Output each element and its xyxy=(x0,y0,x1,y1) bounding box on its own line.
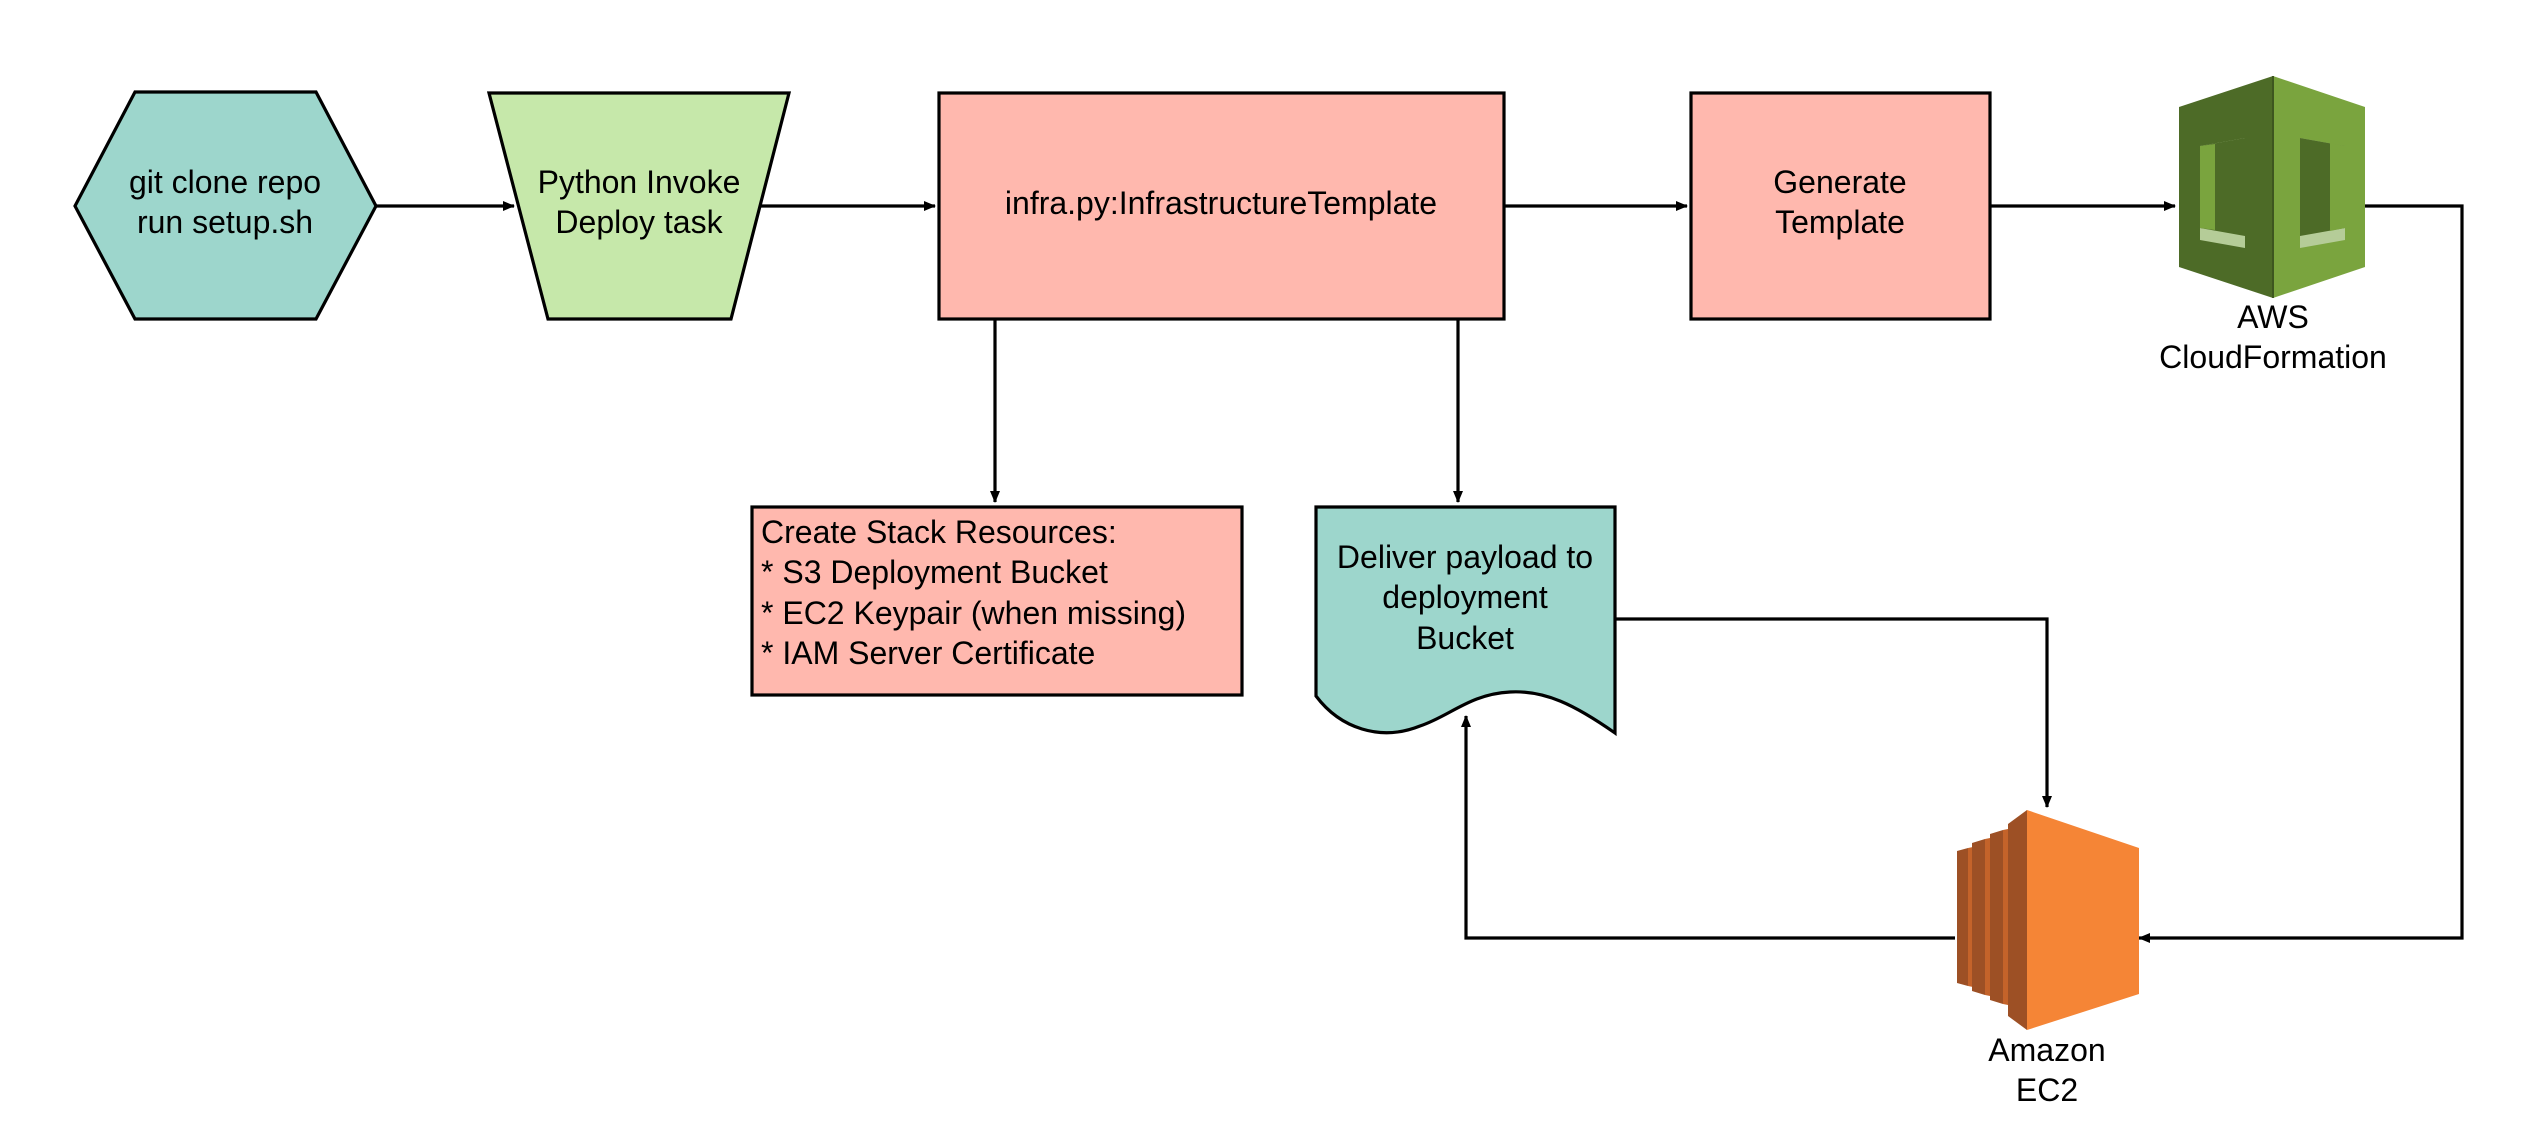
node-label-line2: * S3 Deployment Bucket xyxy=(761,554,1108,590)
edges xyxy=(376,201,2464,943)
node-label-line2: deployment xyxy=(1382,579,1548,615)
node-git-clone-repo: git clone repo run setup.sh xyxy=(73,90,378,321)
edge-ec2-to-deliver-payload xyxy=(1461,715,1955,940)
amazon-ec2-icon xyxy=(1957,810,2139,1030)
node-label-line1: AWS xyxy=(2237,299,2309,335)
document-shape xyxy=(1314,505,1617,737)
node-generate-template: Generate Template xyxy=(1689,91,1992,321)
node-label-line3: * EC2 Keypair (when missing) xyxy=(761,595,1186,631)
node-infrastructure-template: infra.py:InfrastructureTemplate xyxy=(937,91,1506,321)
node-label-line2: Deploy task xyxy=(555,204,723,240)
node-label-line2: Template xyxy=(1775,204,1905,240)
node-label-line1: Generate xyxy=(1773,164,1906,200)
node-label-line3: Bucket xyxy=(1416,620,1514,656)
node-label-line1: Amazon xyxy=(1988,1032,2105,1068)
node-label-line2: run setup.sh xyxy=(137,204,313,240)
rectangle-shape xyxy=(750,505,1244,697)
rectangle-shape xyxy=(937,91,1506,321)
rectangle-shape xyxy=(1689,91,1992,321)
node-label-line1: Deliver payload to xyxy=(1337,539,1593,575)
node-label: infra.py:InfrastructureTemplate xyxy=(1005,185,1437,221)
hexagon-shape xyxy=(73,90,378,321)
aws-cloudformation-icon xyxy=(2179,76,2365,298)
trapezoid-shape xyxy=(486,91,792,321)
edge-deliver-payload-to-ec2 xyxy=(1615,617,2052,808)
node-label-line4: * IAM Server Certificate xyxy=(761,635,1095,671)
edge-cloudformation-to-ec2 xyxy=(2138,204,2464,943)
node-aws-cloudformation: AWS CloudFormation xyxy=(2159,76,2387,375)
node-label-line1: Python Invoke xyxy=(538,164,741,200)
node-create-stack-resources: Create Stack Resources: * S3 Deployment … xyxy=(750,505,1244,697)
node-amazon-ec2: Amazon EC2 xyxy=(1957,810,2139,1108)
node-label-line1: git clone repo xyxy=(129,164,321,200)
node-deliver-payload: Deliver payload to deployment Bucket xyxy=(1314,505,1617,737)
node-python-invoke-deploy-task: Python Invoke Deploy task xyxy=(486,91,792,321)
node-label-line1: Create Stack Resources: xyxy=(761,514,1117,550)
node-label-line2: CloudFormation xyxy=(2159,339,2387,375)
node-label-line2: EC2 xyxy=(2016,1072,2078,1108)
